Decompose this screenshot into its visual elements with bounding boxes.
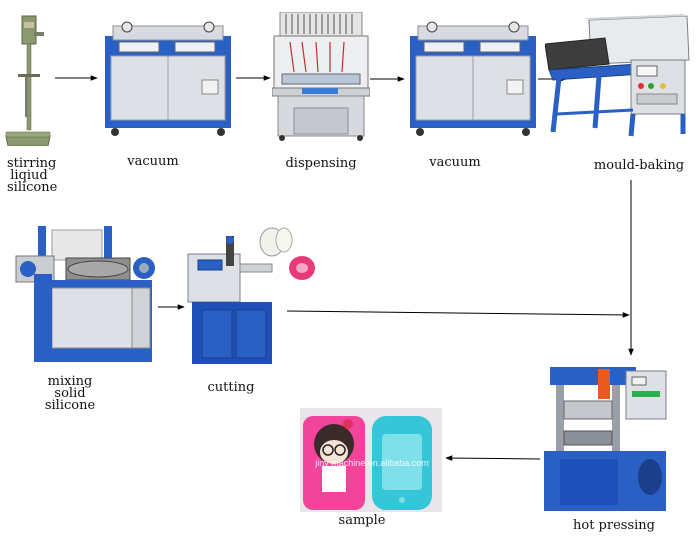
step-label-vacuum-2: vacuum (429, 155, 481, 170)
step-label-dispensing: dispensing (285, 156, 357, 171)
watermark-text: jiny machine.en.alibaba.com (314, 458, 429, 468)
stirring-machine-image (5, 15, 51, 146)
arrow-cutting-to-hotpress (286, 310, 630, 318)
step-label-mixing: mixing solid silicone (44, 374, 96, 413)
step-label-mould-baking: mould-baking (593, 158, 685, 173)
hot-pressing-machine-image (544, 367, 667, 511)
arrow-hotpress-to-sample (445, 455, 541, 461)
vacuum-machine-1-image (105, 21, 231, 136)
vacuum-machine-2-image (410, 21, 536, 136)
dispensing-machine-image (272, 12, 370, 141)
step-label-hot-pressing: hot pressing (573, 518, 655, 533)
sample-photo-image: jiny machine.en.alibaba.com (300, 408, 442, 512)
step-label-sample: sample (338, 513, 386, 528)
cutting-machine-image (187, 227, 315, 364)
step-label-cutting: cutting (207, 380, 255, 395)
step-label-stirring: stirring liqiud silicone (7, 156, 58, 195)
step-label-vacuum-1: vacuum (127, 154, 179, 169)
mould-baking-machine-image (545, 14, 690, 137)
mixing-machine-image (15, 226, 155, 362)
